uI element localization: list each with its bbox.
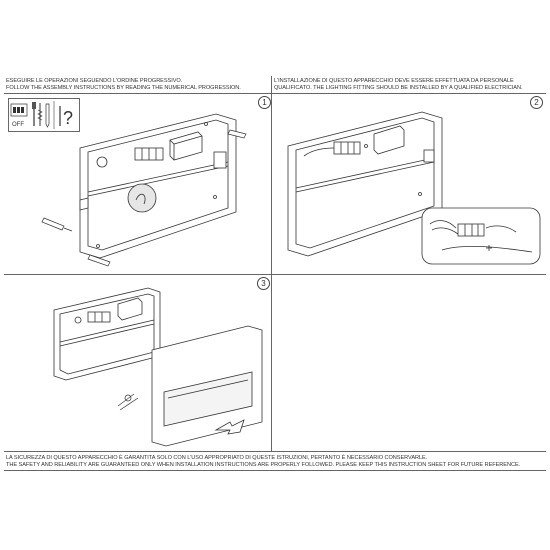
safety-notice-en: THE SAFETY AND RELIABILITY ARE GUARANTEE… [6, 462, 521, 468]
fixing-screw-icon [117, 393, 139, 411]
wall-plug-icon [45, 103, 50, 128]
footer-divider-top [4, 451, 546, 452]
screw-plug-icon [41, 129, 247, 267]
breaker-switch-icon [10, 103, 28, 117]
insert-arrow-icon [214, 419, 245, 435]
screwdriver-icon [32, 102, 36, 126]
tools-required-box: OFF ? [8, 98, 80, 132]
drill-bit-icon [37, 103, 43, 126]
qualified-installer-en: QUALIFICATO. THE LIGHTING FITTING SHOULD… [274, 85, 523, 91]
instruction-order-it: ESEGUIRE LE OPERAZIONI SEGUENDO L'ORDINE… [6, 78, 183, 84]
wiring-detail-icon [421, 207, 541, 265]
question-mark: ? [63, 108, 73, 128]
step-number-2: 2 [530, 96, 543, 109]
footer-divider-bottom [4, 470, 546, 471]
step-number-1: 1 [258, 96, 271, 109]
column-divider [271, 76, 272, 451]
instruction-order-en: FOLLOW THE ASSEMBLY INSTRUCTIONS BY READ… [6, 85, 241, 91]
qualified-installer-it: L'INSTALLAZIONE DI QUESTO APPARECCHIO DE… [274, 78, 514, 84]
header-divider [4, 93, 546, 94]
safety-notice-it: LA SICUREZZA DI QUESTO APPARECCHIO È GAR… [6, 455, 428, 461]
step-3-illustration [48, 280, 270, 450]
row-divider [4, 274, 546, 275]
question-icon: ? [59, 106, 73, 128]
off-label: OFF [12, 122, 24, 128]
step-1-illustration [40, 100, 270, 270]
step-number-3: 3 [257, 277, 270, 290]
step-2-illustration [282, 100, 544, 270]
